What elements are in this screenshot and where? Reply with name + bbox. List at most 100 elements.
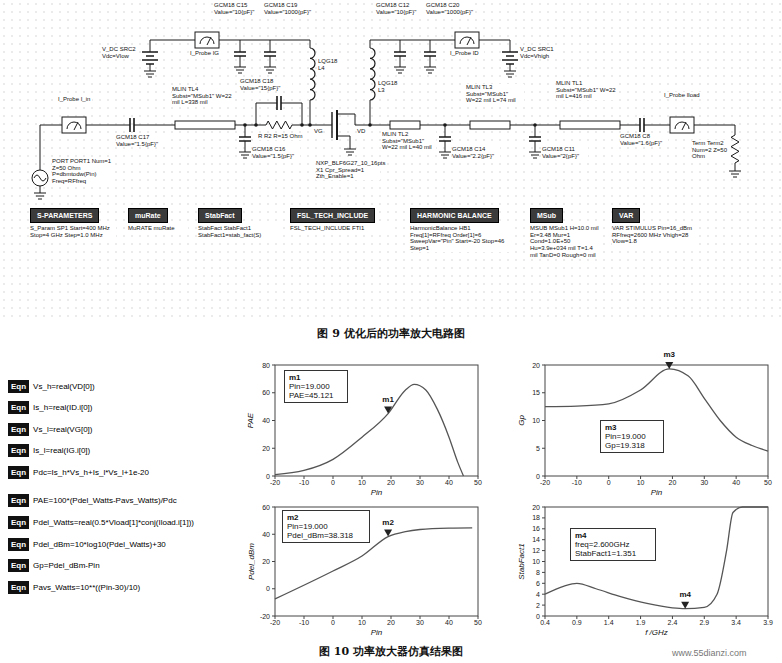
wire xyxy=(400,40,401,52)
simulation-controller: VAR VAR STIMULUS Pin=16_dBm RFfreq=2600 M… xyxy=(612,204,694,245)
simulation-controller: MSubMSUB MSub1 H=10.0 mil Er=3.48 Mur=1 … xyxy=(530,204,600,259)
wire xyxy=(292,125,332,126)
tick-label: 20 xyxy=(387,479,395,486)
capacitor-symbol xyxy=(640,118,644,132)
wire xyxy=(445,125,446,137)
equation-block: EqnPdel_dBm=10*log10(Pdel_Watts)+30 xyxy=(8,538,166,551)
inductor-symbol xyxy=(310,48,315,100)
capacitor-symbol xyxy=(130,118,134,132)
capacitor-symbol xyxy=(529,137,541,141)
wire xyxy=(245,141,246,149)
tick-label: 2.9 xyxy=(699,619,709,626)
ground-symbol xyxy=(234,64,246,73)
tick-label: 14 xyxy=(532,536,540,543)
component-label: V_DC SRC2 Vdc=Vlow xyxy=(102,46,138,59)
schematic-grid xyxy=(0,0,782,320)
dc-source-symbol xyxy=(502,52,518,64)
wire xyxy=(694,125,735,135)
simulation-controller: S-PARAMETERSS_Param SP1 Start=400 MHz St… xyxy=(30,204,116,238)
tick-label: 0 xyxy=(266,585,270,592)
equation-block: Eqn Vs_h=real(VD[0]) xyxy=(8,380,95,393)
tick-label: 2 xyxy=(536,602,540,609)
marker-label: m2 xyxy=(382,518,394,527)
marker-name: m1 xyxy=(289,373,343,382)
component-label: R R2 R=15 Ohm xyxy=(258,133,303,140)
tick-label: 0 xyxy=(266,473,270,480)
junction-dot xyxy=(254,123,258,127)
capacitor-symbol xyxy=(424,52,436,56)
eqn-tag: Eqn xyxy=(8,423,29,436)
controller-params: HarmonicBalance HB1 Freq[1]=RFfreq Order… xyxy=(410,225,510,252)
current-probe xyxy=(207,37,211,45)
tick-label: 30 xyxy=(700,479,708,486)
tick-label: 16 xyxy=(532,525,540,532)
equation-text: Pdel_dBm=10*log10(Pdel_Watts)+30 xyxy=(33,540,166,549)
tick-label: -10 xyxy=(572,479,582,486)
junction-dot xyxy=(533,123,537,127)
controller-params: VAR STIMULUS Pin=16_dBm RFfreq=2600 MHz … xyxy=(612,225,694,245)
component-label: MLIN TL4 Subst="MSub1" W=22 mil L=338 mi… xyxy=(172,86,232,106)
wire xyxy=(219,40,310,48)
component-label: GCM18 C17 Value="1.5{pF}" xyxy=(116,134,166,147)
resistor-symbol xyxy=(731,135,739,163)
equation-block: EqnIs_h=real(ID.i[0]) xyxy=(8,401,92,414)
wire xyxy=(355,125,390,126)
wire xyxy=(235,125,266,126)
axis-title: StabFact1 xyxy=(517,543,526,579)
wire xyxy=(510,64,511,68)
equation-text: Vs_l=real(VG[0]) xyxy=(33,425,92,434)
equation-block: EqnPAE=100*(Pdel_Watts-Pavs_Watts)/Pdc xyxy=(8,494,177,507)
tick-label: 40 xyxy=(732,479,740,486)
component-label: GCM18 C16 Value="1.5{pF}" xyxy=(252,146,300,159)
figure-caption: 图 9 优化后的功率放大电路图 xyxy=(317,326,464,341)
controller-title: StabFact xyxy=(198,208,242,223)
tick-label: 2.4 xyxy=(668,619,678,626)
controller-params: StabFact StabFact1 StabFact1=stab_fact(S… xyxy=(198,225,278,238)
marker-readout-box: m2Pin=19.000 Pdel_dBm=38.318 xyxy=(282,510,370,543)
tick-label: 8 xyxy=(536,569,540,576)
tick-label: 1.9 xyxy=(636,619,646,626)
tick-label: 18 xyxy=(532,514,540,521)
capacitor-symbol xyxy=(234,52,246,56)
equation-block: EqnPdc=Is_h*Vs_h+Is_l*Vs_l+1e-20 xyxy=(8,466,149,479)
tick-label: -10 xyxy=(299,479,309,486)
wire xyxy=(644,125,670,126)
marker-readout-box: m3Pin=19.000 Gp=19.318 xyxy=(600,420,664,453)
marker-triangle xyxy=(665,362,673,369)
junction-dot xyxy=(243,123,247,127)
equation-text: Pdc=Is_h*Vs_h+Is_l*Vs_l+1e-20 xyxy=(33,468,149,477)
marker-label: m4 xyxy=(679,590,691,599)
capacitor-symbol xyxy=(394,52,406,56)
tick-label: 50 xyxy=(764,479,772,486)
junction-dot xyxy=(300,123,304,127)
current-probe xyxy=(62,117,86,133)
current-probe xyxy=(682,122,686,130)
tick-label: -20 xyxy=(540,479,550,486)
tick-label: 0 xyxy=(536,473,540,480)
component-label: MLIN TL3 Subst="MSub1" W=22 mil L=74 mil xyxy=(466,84,524,104)
component-label: GCM18 C15 Value="10{pF}" xyxy=(214,2,262,15)
tick-label: 5 xyxy=(536,445,540,452)
tick-label: 0.4 xyxy=(540,619,550,626)
axis-title: f /GHz xyxy=(645,628,668,637)
eqn-tag: Eqn xyxy=(8,401,29,414)
ground-symbol xyxy=(264,64,276,73)
axis-title: Gp xyxy=(516,415,525,426)
marker-readout: Pin=19.000 Gp=19.318 xyxy=(605,432,659,450)
controller-title: S-PARAMETERS xyxy=(30,208,99,223)
controller-title: VAR xyxy=(612,208,640,223)
current-probe xyxy=(67,122,81,129)
tick-label: -10 xyxy=(299,619,309,626)
ground-symbol xyxy=(529,149,541,158)
eqn-tag: Eqn xyxy=(8,380,29,393)
equation-text: Vs_h=real(VD[0]) xyxy=(33,382,95,391)
ground-symbol xyxy=(34,190,46,199)
component-label: GCM18 C14 Value="2.2{pF}" xyxy=(452,146,500,159)
wire xyxy=(445,141,446,149)
wire xyxy=(430,40,431,52)
component-label: GCM18 C18 Value="15{pF}" xyxy=(240,78,292,91)
equation-text: PAE=100*(Pdel_Watts-Pavs_Watts)/Pdc xyxy=(33,496,177,505)
tick-label: 60 xyxy=(262,504,270,511)
marker-name: m2 xyxy=(287,513,365,522)
controller-title: muRate xyxy=(128,208,168,223)
